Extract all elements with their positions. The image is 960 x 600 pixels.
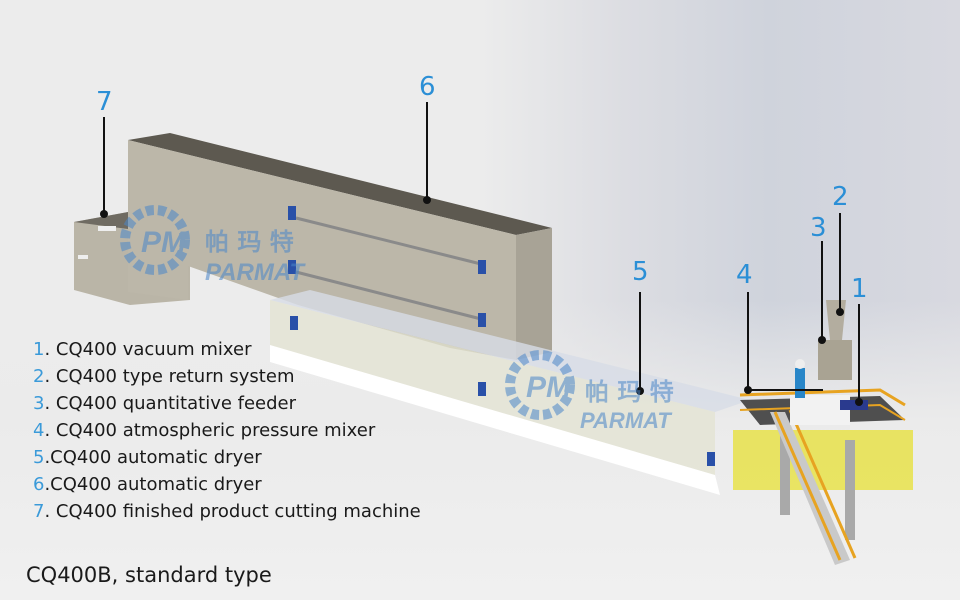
legend-text: . CQ400 type return system (44, 366, 295, 387)
upper-dryer (128, 133, 552, 360)
legend-text: .CQ400 automatic dryer (44, 447, 262, 468)
model-subtitle: CQ400B, standard type (26, 563, 272, 587)
svg-text:帕 玛 特: 帕 玛 特 (205, 228, 294, 256)
legend-number: 1 (33, 339, 45, 360)
mixing-platform (733, 300, 913, 565)
callout-1: 1 (851, 274, 868, 304)
leader-dots (100, 196, 863, 406)
legend-item: 7. CQ400 finished product cutting machin… (33, 498, 421, 525)
legend-text: .CQ400 automatic dryer (44, 474, 262, 495)
callout-2: 2 (832, 182, 849, 212)
component-legend: 1. CQ400 vacuum mixer 2. CQ400 type retu… (33, 336, 421, 525)
legend-number: 5 (33, 447, 45, 468)
legend-text: . CQ400 quantitative feeder (44, 393, 297, 414)
callout-3: 3 (810, 213, 827, 243)
legend-item: 4. CQ400 atmospheric pressure mixer (33, 417, 421, 444)
parmat-watermark: PM 帕 玛 特 PARMAT PM 帕 玛 特 PARMAT (120, 205, 674, 433)
legend-item: 6.CQ400 automatic dryer (33, 471, 421, 498)
legend-item: 2. CQ400 type return system (33, 363, 421, 390)
legend-text: . CQ400 atmospheric pressure mixer (44, 420, 376, 441)
legend-text: . CQ400 finished product cutting machine (44, 501, 421, 522)
svg-text:PM: PM (526, 371, 572, 404)
leader-lines (103, 102, 860, 402)
motor-units (288, 206, 715, 466)
callout-7: 7 (96, 87, 113, 117)
svg-text:PM: PM (141, 226, 187, 259)
legend-number: 3 (33, 393, 45, 414)
callout-6: 6 (419, 72, 436, 102)
legend-item: 1. CQ400 vacuum mixer (33, 336, 421, 363)
svg-text:帕 玛 特: 帕 玛 特 (585, 378, 674, 406)
svg-text:PARMAT: PARMAT (205, 259, 306, 286)
svg-text:PARMAT: PARMAT (580, 408, 672, 433)
legend-number: 4 (33, 420, 45, 441)
legend-item: 5.CQ400 automatic dryer (33, 444, 421, 471)
legend-item: 3. CQ400 quantitative feeder (33, 390, 421, 417)
lower-dryer (270, 290, 750, 495)
callout-4: 4 (736, 260, 753, 290)
legend-number: 7 (33, 501, 45, 522)
legend-number: 2 (33, 366, 45, 387)
legend-text: . CQ400 vacuum mixer (44, 339, 252, 360)
callout-5: 5 (632, 257, 649, 287)
legend-number: 6 (33, 474, 45, 495)
